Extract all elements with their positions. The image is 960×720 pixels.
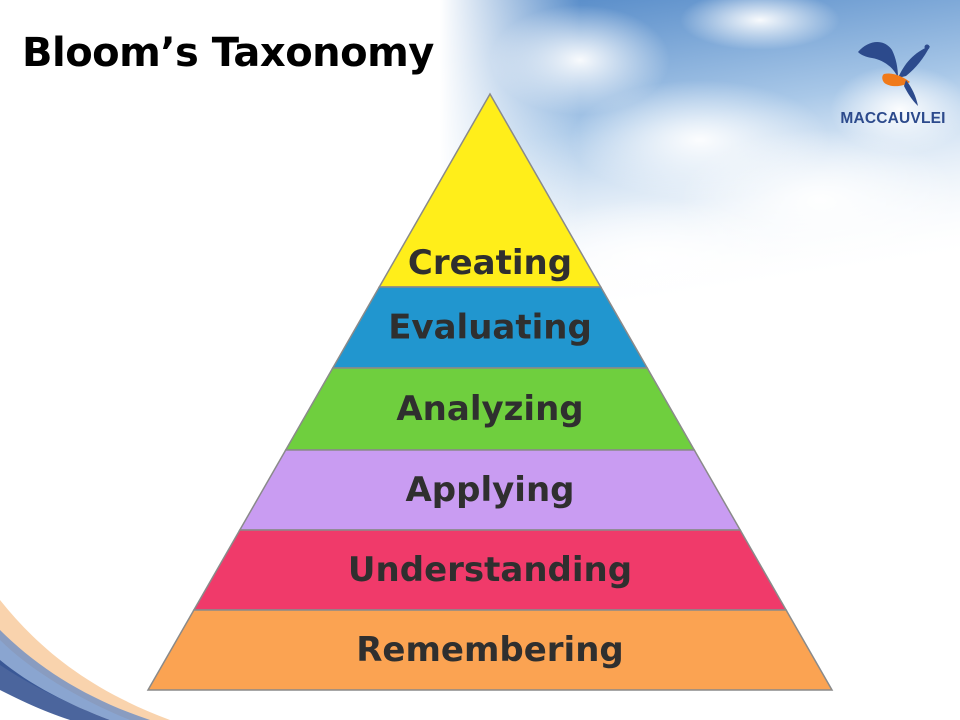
- pyramid-tier-applying: Applying: [238, 449, 742, 531]
- flying-bird-icon: [858, 41, 930, 106]
- pyramid-tier-creating: Creating: [377, 92, 603, 288]
- pyramid-tier-analyzing: Analyzing: [284, 367, 696, 451]
- tier-label-evaluating: Evaluating: [388, 308, 592, 348]
- logo-text: MACCAUVLEI: [840, 110, 946, 127]
- pyramid-tier-evaluating: Evaluating: [331, 286, 649, 369]
- tier-label-applying: Applying: [405, 470, 574, 510]
- tier-label-understanding: Understanding: [348, 550, 632, 590]
- swoosh-decoration: [0, 600, 170, 720]
- tier-shape-remembering: [146, 609, 834, 691]
- tier-label-remembering: Remembering: [356, 630, 624, 670]
- tier-label-creating: Creating: [408, 243, 572, 283]
- slide-title: Bloom’s Taxonomy: [22, 30, 434, 76]
- tier-label-analyzing: Analyzing: [396, 389, 583, 429]
- pyramid-tier-understanding: Understanding: [192, 529, 788, 611]
- pyramid-tier-remembering: Remembering: [146, 609, 834, 691]
- maccauvlei-logo: MACCAUVLEI: [826, 30, 960, 140]
